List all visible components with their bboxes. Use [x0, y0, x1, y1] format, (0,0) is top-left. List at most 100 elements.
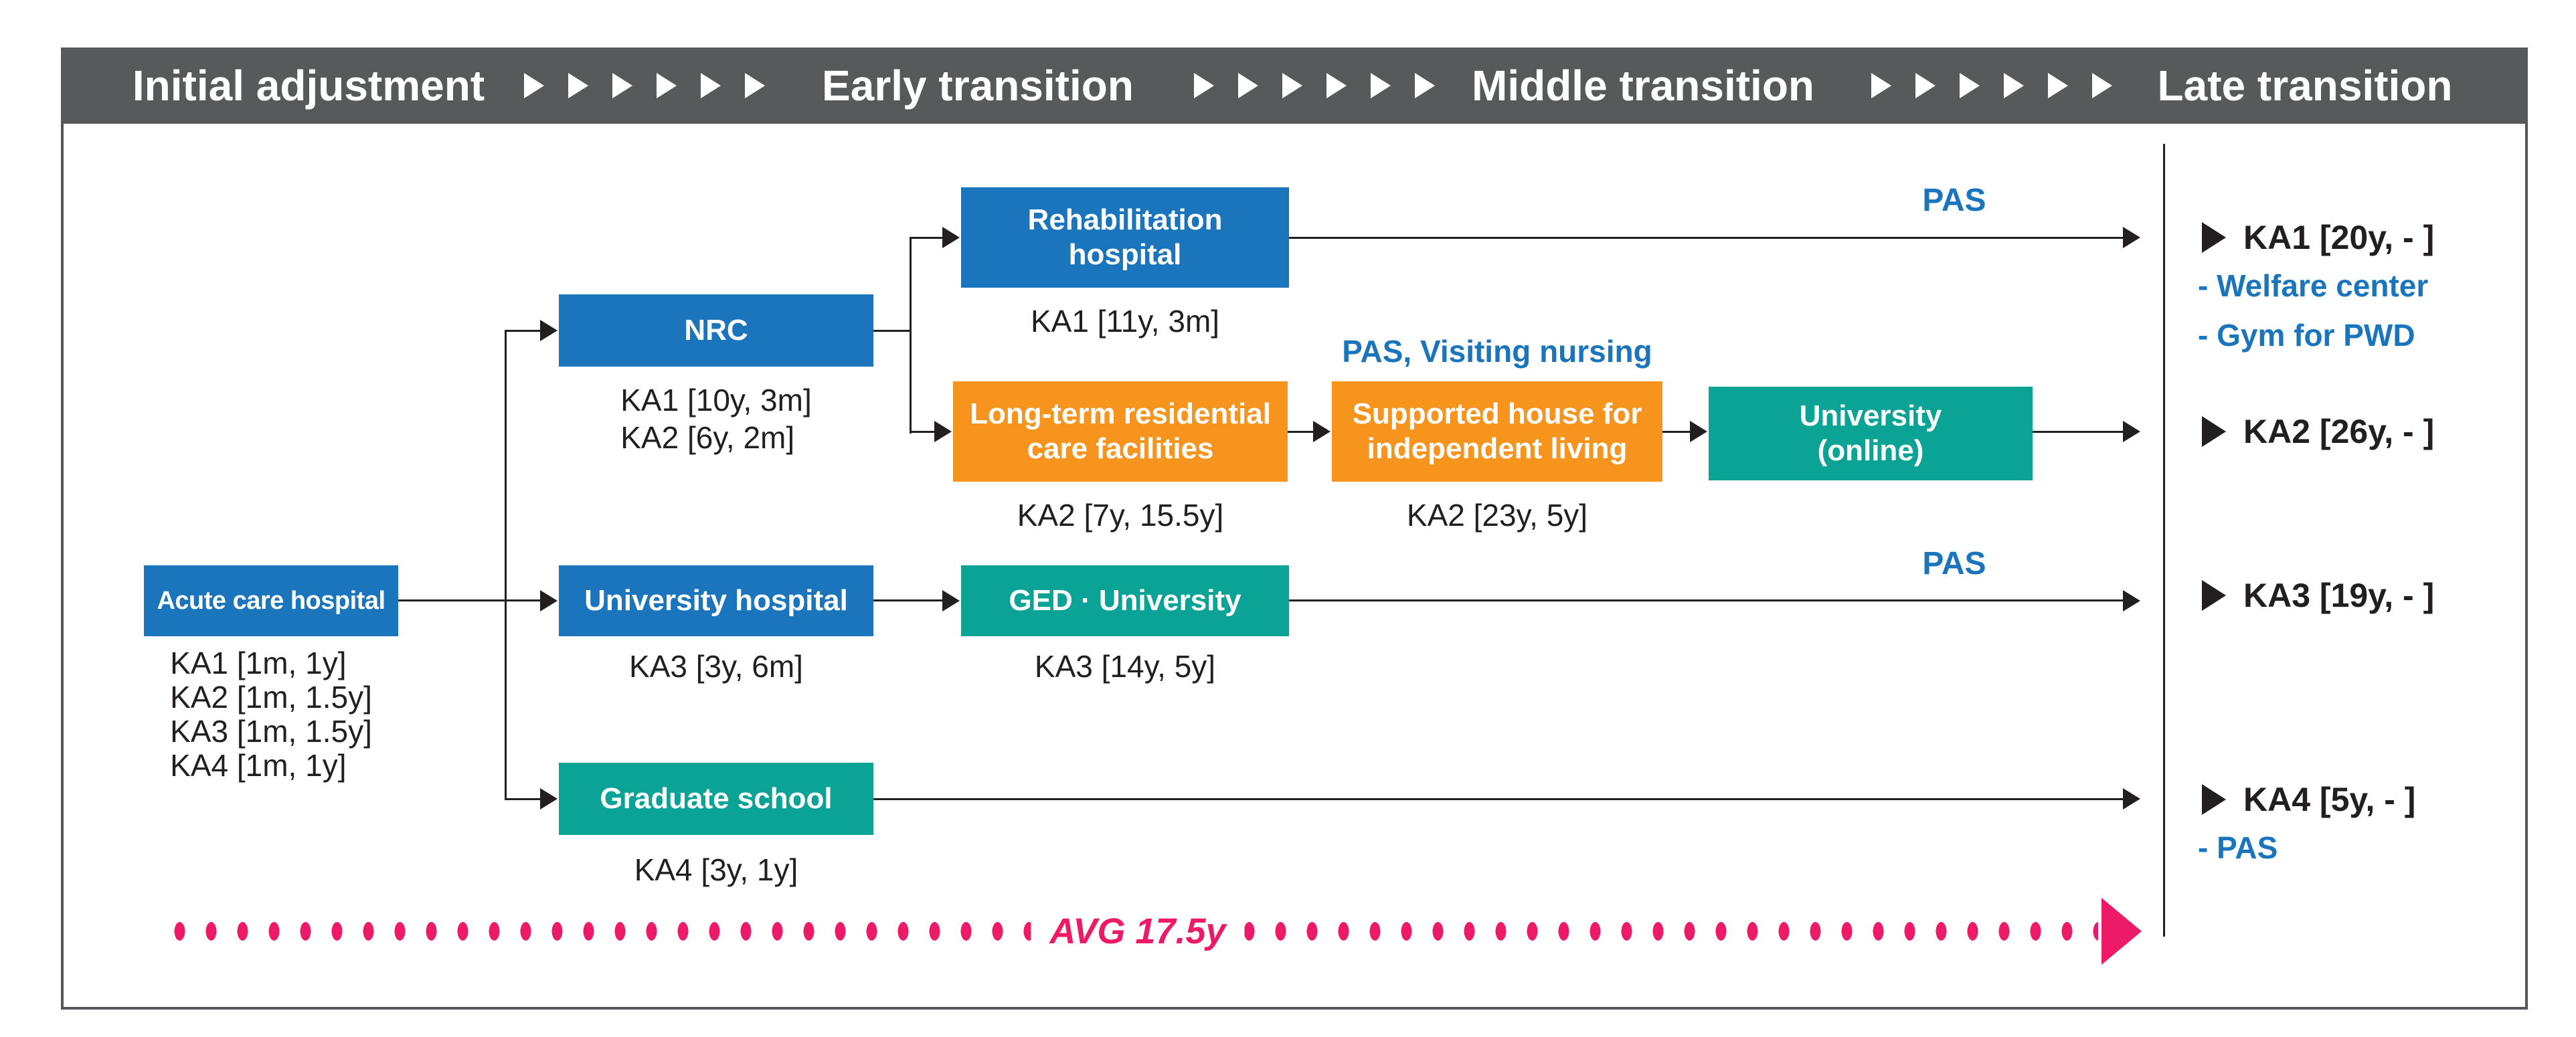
- stage-initial-adjustment: Initial adjustment: [132, 62, 485, 110]
- node-university-hospital: University hospital: [559, 565, 873, 636]
- arrowhead-icon: [2123, 227, 2140, 248]
- connector-line: [873, 330, 912, 332]
- node-label: Supported house for independent living: [1352, 397, 1642, 465]
- stage-header-bar: Initial adjustment Early transition Midd…: [61, 48, 2528, 124]
- connector-line: [2033, 431, 2124, 433]
- connector-line: [1288, 431, 1314, 433]
- figure-border: [61, 48, 2528, 1010]
- play-icon: [2202, 784, 2226, 815]
- play-icon: [2202, 580, 2226, 611]
- stage-late-transition: Late transition: [2157, 62, 2453, 110]
- arrowhead-icon: [942, 590, 960, 611]
- arrowhead-icon: [540, 788, 557, 810]
- outcome-ka4: KA4 [5y, - ]: [2202, 777, 2415, 822]
- outcome-label: KA3 [19y, - ]: [2243, 577, 2435, 614]
- timeline-arrowhead-icon: [2101, 898, 2142, 965]
- node-label: GED · University: [1009, 584, 1241, 618]
- stage-arrow-icon: [1960, 73, 1980, 98]
- node-label: University (online): [1799, 399, 1942, 467]
- arrowhead-icon: [2123, 421, 2140, 442]
- node-university-online: University (online): [1709, 387, 2033, 480]
- outcome-ka3: KA3 [19y, - ]: [2202, 573, 2434, 618]
- outcome-label: KA4 [5y, - ]: [2243, 781, 2416, 818]
- arrowhead-icon: [942, 227, 960, 248]
- connector-line: [1289, 599, 2124, 601]
- node-sublabel-univ-hospital: KA3 [3y, 6m]: [629, 649, 803, 684]
- stage-arrow-icon: [1282, 73, 1302, 98]
- node-rehabilitation-hospital: Rehabilitation hospital: [961, 187, 1289, 288]
- node-note-supported: PAS, Visiting nursing: [1342, 334, 1652, 369]
- outcome-label: KA1 [20y, - ]: [2243, 219, 2435, 256]
- connector-line: [910, 237, 912, 434]
- stage-arrow-icon: [1238, 73, 1258, 98]
- stage-arrow-icon: [1915, 73, 1936, 98]
- node-label: Acute care hospital: [157, 586, 385, 615]
- late-transition-divider: [2163, 144, 2165, 937]
- node-sublabel-supported: KA2 [23y, 5y]: [1406, 498, 1588, 533]
- node-sublabel-rehab: KA1 [11y, 3m]: [1030, 304, 1220, 339]
- stage-arrow-icon: [1415, 73, 1435, 98]
- connector-line: [398, 599, 541, 601]
- stage-arrow-icon: [1326, 73, 1347, 98]
- edge-label-pas-mid: PAS: [1922, 546, 1986, 581]
- arrowhead-icon: [540, 590, 557, 611]
- stage-arrow-icon: [568, 73, 588, 98]
- node-label: NRC: [684, 314, 748, 347]
- stage-arrow-icon: [2048, 73, 2068, 98]
- node-label: University hospital: [584, 584, 848, 618]
- node-sublabel-acute: KA1 [1m, 1y] KA2 [1m, 1.5y] KA3 [1m, 1.5…: [170, 646, 372, 783]
- connector-line: [873, 798, 2124, 800]
- stage-arrow-icon: [745, 73, 765, 98]
- node-ged-university: GED · University: [961, 565, 1289, 636]
- stage-arrow-icon: [701, 73, 721, 98]
- stage-middle-transition: Middle transition: [1472, 62, 1814, 110]
- stage-arrow-icon: [612, 73, 632, 98]
- stage-arrow-icon: [2092, 73, 2112, 98]
- connector-line: [873, 599, 944, 601]
- node-sublabel-ged: KA3 [14y, 5y]: [1034, 649, 1216, 684]
- outcome-ka1: KA1 [20y, - ]: [2202, 215, 2434, 260]
- stage-arrow-icon: [1871, 73, 1891, 98]
- arrowhead-icon: [540, 320, 557, 341]
- timeline-avg-label: AVG 17.5y: [1031, 907, 1245, 956]
- play-icon: [2202, 222, 2226, 253]
- stage-arrow-icon: [2004, 73, 2024, 98]
- stage-arrow-icon: [1371, 73, 1391, 98]
- stage-arrow-icon: [524, 73, 544, 98]
- stage-early-transition: Early transition: [822, 62, 1134, 110]
- play-icon: [2202, 416, 2226, 447]
- connector-line: [910, 431, 936, 433]
- node-sublabel-grad: KA4 [3y, 1y]: [634, 852, 798, 887]
- arrowhead-icon: [934, 421, 952, 442]
- stage-arrow-icon: [1194, 73, 1214, 98]
- node-sublabel-nrc: KA1 [10y, 3m] KA2 [6y, 2m]: [620, 383, 812, 455]
- connector-line: [505, 330, 541, 332]
- node-graduate-school: Graduate school: [559, 763, 873, 835]
- outcome-ka1-sub: - Welfare center: [2198, 268, 2429, 303]
- connector-line: [1662, 431, 1691, 433]
- outcome-ka4-sub: - PAS: [2198, 830, 2278, 865]
- stage-arrow-group: [1871, 48, 2112, 124]
- stage-arrow-group: [524, 48, 765, 124]
- arrowhead-icon: [2123, 590, 2140, 611]
- stage-arrow-group: [1194, 48, 1435, 124]
- arrowhead-icon: [2123, 788, 2140, 810]
- node-acute-care-hospital: Acute care hospital: [144, 565, 398, 636]
- node-label: Graduate school: [600, 782, 833, 816]
- node-label: Rehabilitation hospital: [1027, 203, 1223, 271]
- node-nrc: NRC: [559, 294, 873, 367]
- connector-line: [910, 237, 944, 239]
- node-longterm-care-facilities: Long-term residential care facilities: [953, 381, 1288, 482]
- connector-line: [505, 798, 541, 800]
- stage-arrow-icon: [657, 73, 677, 98]
- node-supported-house: Supported house for independent living: [1332, 381, 1662, 482]
- node-sublabel-longterm: KA2 [7y, 15.5y]: [1017, 498, 1224, 533]
- arrowhead-icon: [1313, 421, 1330, 442]
- edge-label-pas-top: PAS: [1922, 183, 1986, 218]
- arrowhead-icon: [1690, 421, 1707, 442]
- outcome-ka2: KA2 [26y, - ]: [2202, 409, 2434, 454]
- connector-line: [505, 330, 507, 800]
- outcome-ka1-sub: - Gym for PWD: [2198, 318, 2415, 353]
- node-label: Long-term residential care facilities: [970, 397, 1271, 465]
